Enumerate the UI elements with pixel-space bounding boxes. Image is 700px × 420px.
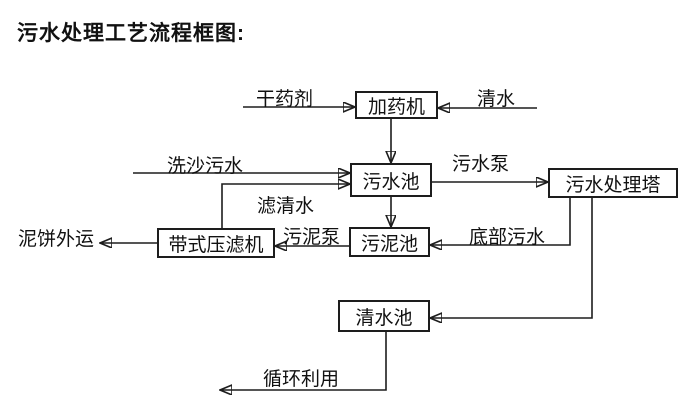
edge-label-recycling: 循环利用 bbox=[263, 369, 340, 390]
edge-label-mud-cake-out: 泥饼外运 bbox=[18, 229, 95, 250]
node-sludge-pool: 污泥池 bbox=[349, 227, 430, 257]
edge-label-sludge-pump: 污泥泵 bbox=[283, 227, 341, 248]
edge-label-bottom-sewage: 底部污水 bbox=[469, 227, 546, 248]
node-sewage-treatment-tower: 污水处理塔 bbox=[548, 168, 678, 198]
node-sewage-pool: 污水池 bbox=[350, 163, 432, 197]
connector-tower-to-clean-water-pool bbox=[430, 198, 593, 318]
edge-label-clean-water: 清水 bbox=[477, 89, 516, 110]
edge-label-sewage-pump: 污水泵 bbox=[452, 154, 510, 175]
edge-label-dry-chemical: 干药剂 bbox=[256, 89, 314, 110]
node-dosing-machine: 加药机 bbox=[355, 91, 438, 119]
edge-label-filtered-water: 滤清水 bbox=[257, 196, 315, 217]
edge-label-sand-washing-sewage: 洗沙污水 bbox=[167, 156, 244, 177]
diagram-title: 污水处理工艺流程框图: bbox=[17, 22, 245, 45]
node-belt-filter-press: 带式压滤机 bbox=[157, 228, 275, 258]
node-clean-water-pool: 清水池 bbox=[338, 300, 430, 332]
